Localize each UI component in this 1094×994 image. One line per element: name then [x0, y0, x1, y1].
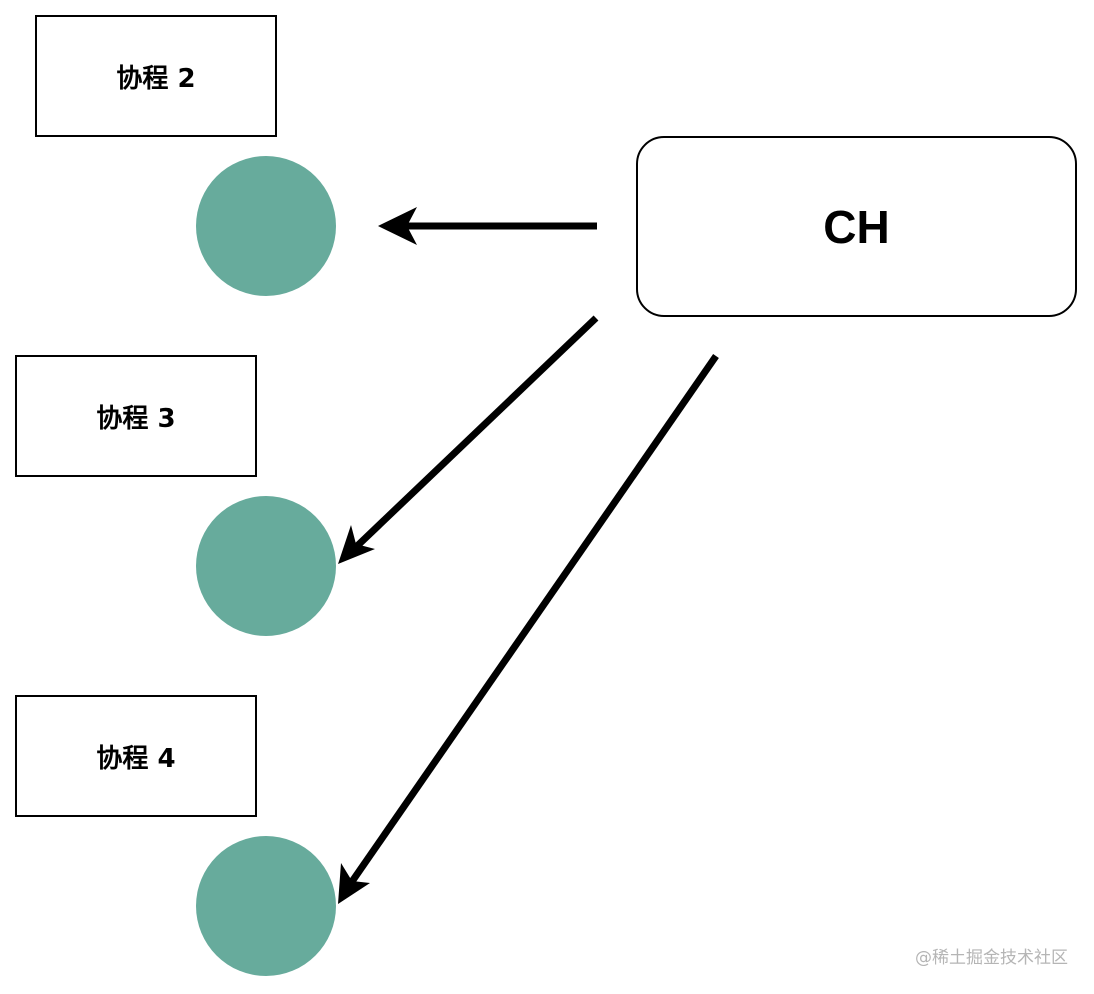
coroutine-3-label: 协程 3 [96, 403, 176, 434]
channel-label: CH [823, 200, 890, 253]
coroutine-4-node [196, 836, 336, 976]
coroutine-4-label-box: 协程 4 [15, 695, 257, 817]
channel-box: CH [636, 136, 1077, 317]
watermark: @稀土掘金技术社区 [915, 948, 1068, 968]
coroutine-3-label-box: 协程 3 [15, 355, 257, 477]
arrow-to-coroutine-3 [338, 315, 599, 564]
arrow-to-coroutine-4 [338, 354, 719, 904]
coroutine-2-label: 协程 2 [116, 63, 196, 94]
coroutine-3-node [196, 496, 336, 636]
coroutine-2-label-box: 协程 2 [35, 15, 277, 137]
arrow-to-coroutine-2 [378, 207, 597, 245]
coroutine-2-node [196, 156, 336, 296]
coroutine-4-label: 协程 4 [96, 743, 176, 774]
